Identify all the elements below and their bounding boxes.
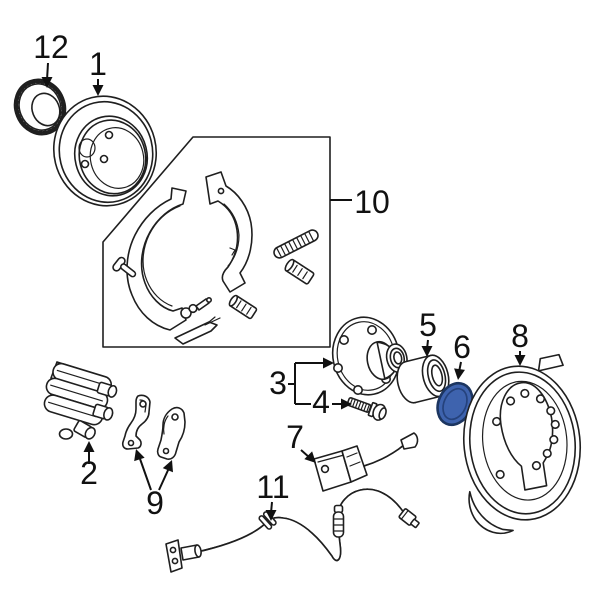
adjuster-screw bbox=[180, 296, 213, 319]
plate-hole bbox=[531, 461, 542, 471]
callout-8-arrowhead bbox=[514, 355, 526, 366]
callout-1[interactable]: 1 bbox=[89, 46, 107, 96]
adjuster-spring bbox=[273, 229, 319, 259]
brake-shoe-left bbox=[126, 187, 187, 331]
brake-caliper bbox=[43, 361, 118, 440]
plate-hole bbox=[520, 388, 530, 399]
adjuster-lever bbox=[174, 316, 221, 345]
callout-8-label: 8 bbox=[511, 318, 529, 354]
plate-hole bbox=[495, 469, 505, 480]
brake-drum bbox=[52, 95, 158, 207]
callout-7-arrowhead bbox=[304, 451, 316, 463]
abs-sensor-wire bbox=[165, 488, 420, 573]
plate-hole bbox=[546, 406, 556, 416]
callout-11-arrowhead bbox=[265, 510, 277, 521]
callout-2-arrowhead bbox=[83, 441, 95, 452]
callout-6-label: 6 bbox=[453, 329, 471, 365]
callout-12-label: 12 bbox=[33, 29, 69, 65]
callout-12[interactable]: 12 bbox=[33, 29, 69, 88]
tone-ring bbox=[13, 78, 67, 136]
plate-hole bbox=[492, 416, 502, 427]
callout-9-arrowhead bbox=[134, 449, 145, 462]
drum-stud-hole bbox=[80, 159, 90, 169]
brake-pad-kit bbox=[121, 394, 186, 460]
plate-hole bbox=[550, 419, 560, 430]
wheel-bearing bbox=[396, 354, 450, 404]
callout-9[interactable]: 9 bbox=[131, 447, 177, 521]
callout-5[interactable]: 5 bbox=[419, 307, 437, 357]
hardware-kit-box bbox=[102, 136, 331, 348]
hardware-sleeve bbox=[284, 258, 315, 285]
callout-3[interactable]: 3 bbox=[269, 357, 334, 405]
callout-2[interactable]: 2 bbox=[80, 441, 98, 491]
wire-connector bbox=[398, 508, 420, 529]
callout-7-label: 7 bbox=[286, 419, 304, 455]
pad-right bbox=[156, 406, 186, 460]
callout-4-arrowhead bbox=[341, 398, 352, 410]
plate-hole bbox=[505, 396, 516, 406]
plate-hole bbox=[535, 394, 546, 404]
plate-hole bbox=[549, 435, 559, 445]
callout-10[interactable]: 10 bbox=[330, 184, 390, 220]
drum-stud-hole bbox=[104, 130, 114, 140]
callout-4-label: 4 bbox=[312, 384, 330, 420]
callout-6-arrowhead bbox=[454, 368, 465, 380]
callout-4[interactable]: 4 bbox=[312, 384, 352, 420]
drum-stud-hole bbox=[99, 154, 109, 164]
callout-6[interactable]: 6 bbox=[453, 329, 471, 381]
callout-10-label: 10 bbox=[354, 184, 390, 220]
callout-9-label: 9 bbox=[146, 485, 164, 521]
pad-left bbox=[121, 394, 151, 450]
callout-3-arrowhead bbox=[323, 357, 334, 369]
callout-11-label: 11 bbox=[256, 469, 289, 505]
backing-plate bbox=[462, 353, 582, 535]
callout-9-arrowhead bbox=[162, 460, 173, 473]
callout-8[interactable]: 8 bbox=[511, 318, 529, 366]
hub-lug-hole bbox=[338, 334, 349, 345]
callout-5-arrowhead bbox=[421, 346, 433, 357]
callout-1-arrowhead bbox=[92, 85, 104, 96]
callout-9-leader bbox=[138, 455, 170, 491]
hub-lug-hole bbox=[352, 384, 363, 395]
callout-1-label: 1 bbox=[89, 46, 107, 82]
callout-3-label: 3 bbox=[269, 365, 287, 401]
hub-assembly bbox=[331, 316, 408, 396]
hardware-sleeve bbox=[228, 294, 258, 320]
wire-boot bbox=[332, 504, 345, 538]
plate-hole bbox=[542, 448, 552, 459]
callout-7[interactable]: 7 bbox=[286, 419, 320, 467]
callout-3-leader bbox=[288, 362, 326, 405]
sensor-head bbox=[165, 539, 202, 573]
hold-down-pin bbox=[112, 256, 137, 278]
wheel-stud bbox=[346, 397, 387, 421]
brake-shoe-right bbox=[205, 171, 253, 293]
hub-lug-hole bbox=[332, 362, 343, 373]
hub-seal-highlighted[interactable] bbox=[431, 378, 479, 431]
seal-inner bbox=[442, 387, 468, 421]
callout-5-label: 5 bbox=[419, 307, 437, 343]
callout-11[interactable]: 11 bbox=[256, 469, 290, 521]
hub-lug-hole bbox=[366, 324, 377, 335]
callout-2-label: 2 bbox=[80, 455, 98, 491]
callout-12-arrowhead bbox=[41, 77, 53, 88]
sensor-bracket bbox=[313, 432, 419, 492]
